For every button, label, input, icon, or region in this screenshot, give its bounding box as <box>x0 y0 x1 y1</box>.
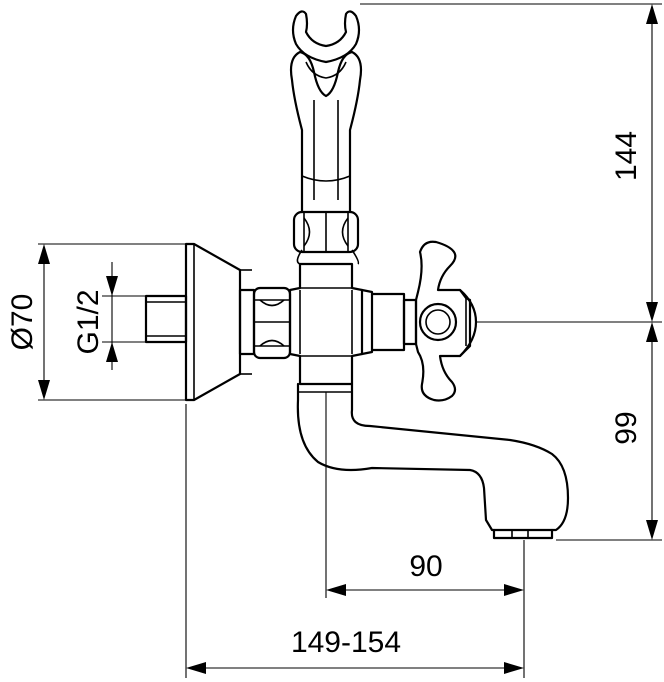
dimension-labels: 144 99 Ø70 G1/2 90 149-154 <box>6 131 643 659</box>
dim-line-90 <box>326 584 524 596</box>
dim-line-99 <box>646 322 658 540</box>
dimension-lines <box>38 3 662 678</box>
shower-holder <box>289 10 363 214</box>
bath-spout <box>296 382 570 540</box>
faucet-outline <box>144 10 570 540</box>
dim-line-thread <box>106 262 118 370</box>
dim-label-99: 99 <box>610 411 643 444</box>
union-nut <box>252 286 292 360</box>
cross-handle <box>414 240 478 402</box>
shower-outlet-nut <box>292 210 360 254</box>
dim-line-total <box>186 662 524 674</box>
mixer-body <box>288 249 418 386</box>
wall-connector <box>144 294 188 344</box>
wall-flange <box>184 242 256 402</box>
dim-line-diameter <box>38 244 50 400</box>
dim-label-144: 144 <box>610 131 643 181</box>
dim-label-total: 149-154 <box>291 626 401 659</box>
dim-label-diameter: Ø70 <box>6 294 39 351</box>
dim-line-144 <box>646 4 658 322</box>
dim-label-thread: G1/2 <box>72 289 105 354</box>
dim-label-90: 90 <box>409 550 442 583</box>
